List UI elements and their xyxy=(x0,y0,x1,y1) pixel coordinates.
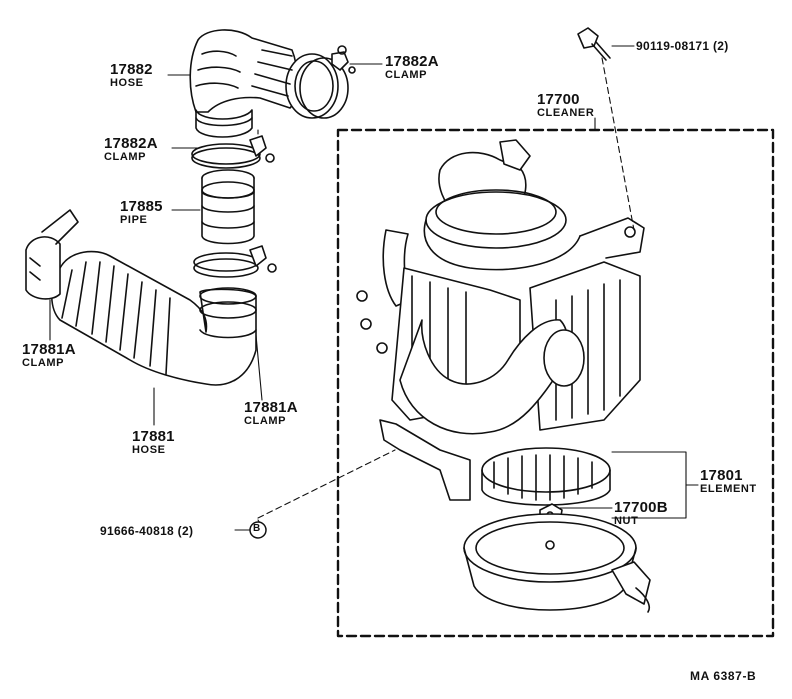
part-number: 17882 xyxy=(110,61,153,78)
callout-17882a-clamp-mid: 17882A CLAMP xyxy=(104,136,158,163)
cleaner-housing-drawing xyxy=(357,140,644,500)
part-number: 17700B xyxy=(614,499,668,516)
part-number: 17882A xyxy=(385,53,439,70)
part-name: HOSE xyxy=(132,444,166,456)
part-number: 17881 xyxy=(132,428,175,445)
part-name: ELEMENT xyxy=(700,483,757,495)
part-name: CLAMP xyxy=(22,357,65,369)
element-drawing xyxy=(482,448,610,505)
callout-17882a-clamp-top: 17882A CLAMP xyxy=(385,54,439,81)
cleaner-assembly-boundary xyxy=(338,130,773,636)
callout-17881-hose: 17881 HOSE xyxy=(132,429,175,456)
callout-90119-bolt: 90119-08171 (2) xyxy=(636,39,729,53)
upper-hose-drawing xyxy=(190,30,338,137)
part-name: CLAMP xyxy=(385,69,428,81)
part-number: 17885 xyxy=(120,198,163,215)
callout-17801-element: 17801 ELEMENT xyxy=(700,468,757,495)
part-name: HOSE xyxy=(110,77,144,89)
callout-17881a-clamp-right: 17881A CLAMP xyxy=(244,400,298,427)
part-name: CLAMP xyxy=(104,151,147,163)
part-number: 17882A xyxy=(104,135,158,152)
callout-17700b-nut: 17700B NUT xyxy=(614,500,668,527)
part-name: PIPE xyxy=(120,214,148,226)
bottom-cover-drawing xyxy=(464,514,650,612)
part-number: 17700 xyxy=(537,91,580,108)
bolt-91666-marker xyxy=(250,522,266,538)
part-name: CLAMP xyxy=(244,415,287,427)
mid-clamp-drawing xyxy=(192,136,274,168)
part-number: 17881A xyxy=(244,399,298,416)
callout-91666-bolt: 91666-40818 (2) xyxy=(100,524,194,538)
part-number: 17801 xyxy=(700,467,743,484)
lower-clamp-drawing xyxy=(194,246,276,277)
pipe-drawing xyxy=(202,170,254,244)
lower-hose-drawing xyxy=(26,210,256,385)
bolt-90119-drawing xyxy=(578,28,610,60)
callout-17885-pipe: 17885 PIPE xyxy=(120,199,163,226)
part-number: 17881A xyxy=(22,341,76,358)
callout-17881a-clamp-left: 17881A CLAMP xyxy=(22,342,76,369)
callout-17882-hose: 17882 HOSE xyxy=(110,62,153,89)
callout-17700-cleaner: 17700 CLEANER xyxy=(537,92,594,119)
bolt-marker-letter: B xyxy=(253,523,261,534)
part-name: CLEANER xyxy=(537,107,595,119)
upper-hose-clamp-drawing xyxy=(300,46,355,118)
drawing-code: MA 6387-B xyxy=(690,669,757,683)
leader-lines xyxy=(50,46,698,530)
part-name: NUT xyxy=(614,515,639,527)
